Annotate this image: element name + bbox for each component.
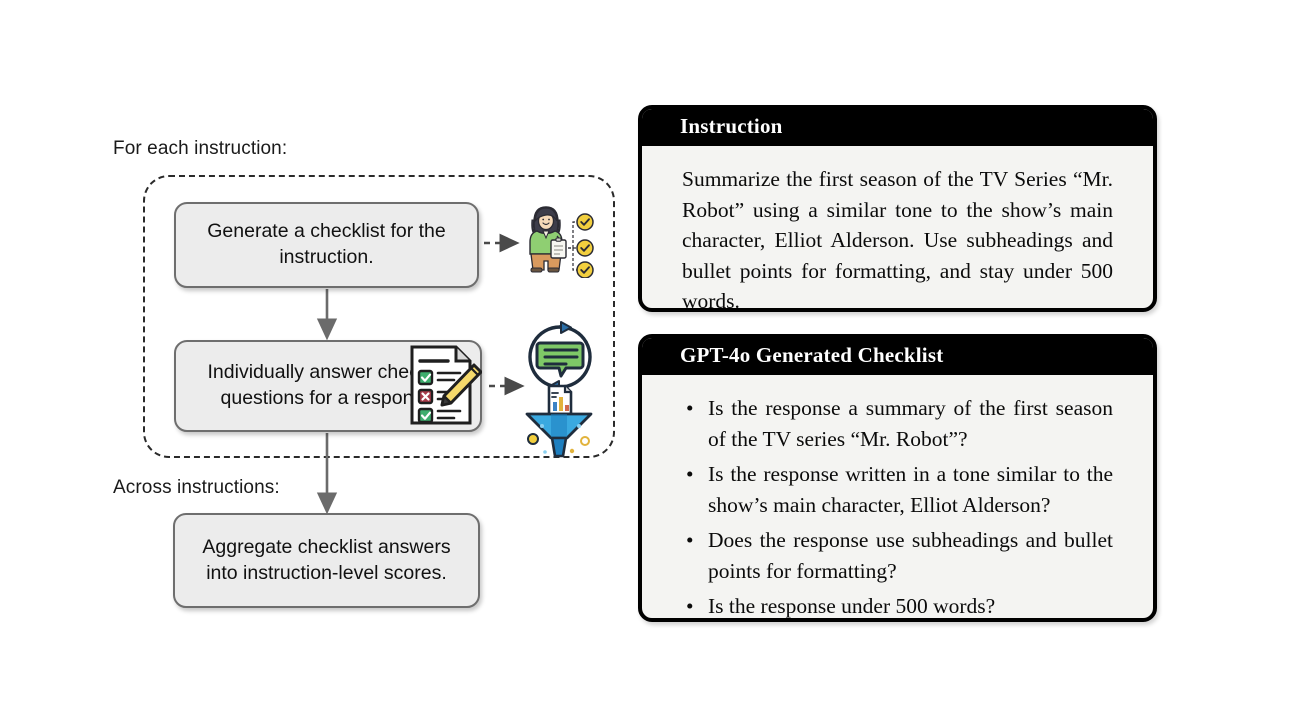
checklist-item: • Is the response under 500 words? [682, 591, 1113, 619]
checklist-panel-body: • Is the response a summary of the first … [642, 375, 1153, 619]
checklist-item: • Does the response use subheadings and b… [682, 525, 1113, 586]
bullet-icon: • [686, 462, 694, 487]
checklist-panel: GPT-4o Generated Checklist • Is the respo… [638, 334, 1157, 622]
flow-box-generate-checklist[interactable]: Generate a checklist for the instruction… [174, 202, 479, 288]
person-with-checkmarks-icon [516, 200, 596, 279]
checklist-panel-header: GPT-4o Generated Checklist [642, 338, 1153, 375]
flow-box-answer-checklist-label: Individually answer checklist questions … [207, 361, 453, 409]
per-instruction-group [143, 175, 615, 458]
flow-box-generate-checklist-label: Generate a checklist for the instruction… [207, 220, 446, 268]
flow-box-aggregate-scores[interactable]: Aggregate checklist answers into instruc… [173, 513, 480, 608]
chat-refresh-icon [523, 321, 597, 393]
checklist-item: • Is the response a summary of the first … [682, 393, 1113, 454]
instruction-panel-body: Summarize the first season of the TV Ser… [682, 167, 1113, 312]
checklist-item-text: Is the response written in a tone simila… [708, 462, 1113, 517]
checklist-item-text: Is the response a summary of the first s… [708, 396, 1113, 451]
checklist-item-text: Is the response under 500 words? [708, 594, 996, 619]
across-instructions-label: Across instructions: [113, 477, 280, 498]
bullet-icon: • [686, 528, 694, 553]
instruction-panel-header: Instruction [642, 109, 1153, 146]
instruction-panel: Instruction Summarize the first season o… [638, 105, 1157, 312]
flow-box-aggregate-scores-label: Aggregate checklist answers into instruc… [202, 535, 451, 584]
for-each-instruction-label: For each instruction: [113, 138, 288, 159]
flow-diagram: For each instruction: Generate a checkli… [0, 0, 640, 724]
checklist-document-icon [404, 339, 483, 431]
bullet-icon: • [686, 396, 694, 420]
bullet-icon: • [686, 594, 694, 619]
checklist-items-list: • Is the response a summary of the first … [682, 393, 1113, 619]
data-funnel-icon [519, 384, 599, 464]
checklist-item-text: Does the response use subheadings and bu… [708, 528, 1113, 583]
checklist-item: • Is the response written in a tone simil… [682, 459, 1113, 520]
flow-box-answer-checklist[interactable]: Individually answer checklist questions … [174, 340, 482, 432]
